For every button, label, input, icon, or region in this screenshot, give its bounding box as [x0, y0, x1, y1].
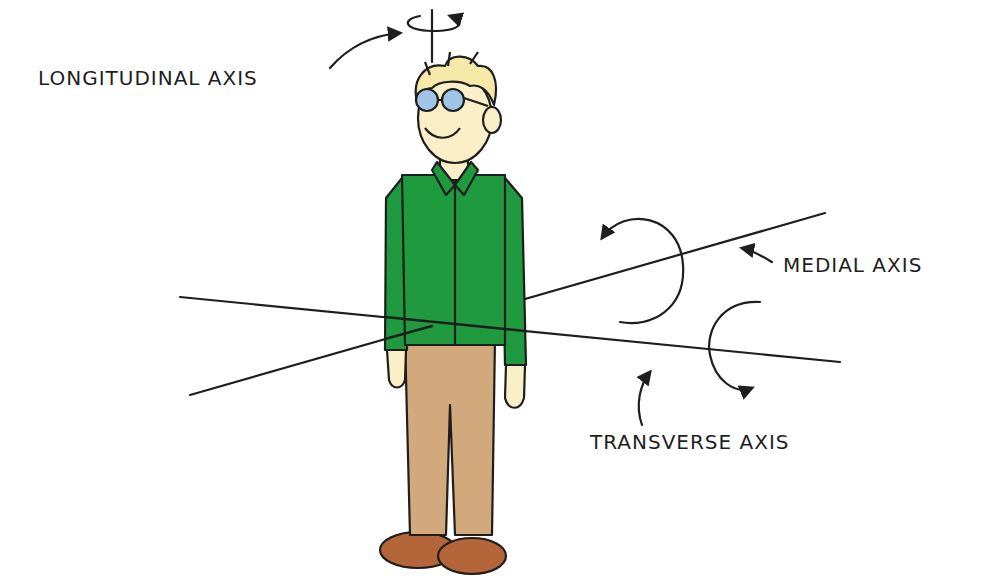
- axis-label: TRANSVERSE AXIS: [590, 430, 790, 454]
- medial-axis-line: [385, 326, 432, 339]
- rotation-arrow: [709, 302, 760, 390]
- leader-arrow: [330, 33, 400, 68]
- rotation-arrow: [602, 219, 683, 323]
- transverse-axis-line: [385, 317, 525, 331]
- leader-arrow: [639, 372, 650, 425]
- axis-label: LONGITUDINAL AXIS: [38, 66, 258, 90]
- axis-label: MEDIAL AXIS: [783, 253, 922, 277]
- rotation-arrow: [408, 16, 460, 31]
- person-figure: [380, 52, 526, 574]
- leader-arrow: [742, 248, 772, 262]
- longitudinal-axis-line: [431, 10, 433, 62]
